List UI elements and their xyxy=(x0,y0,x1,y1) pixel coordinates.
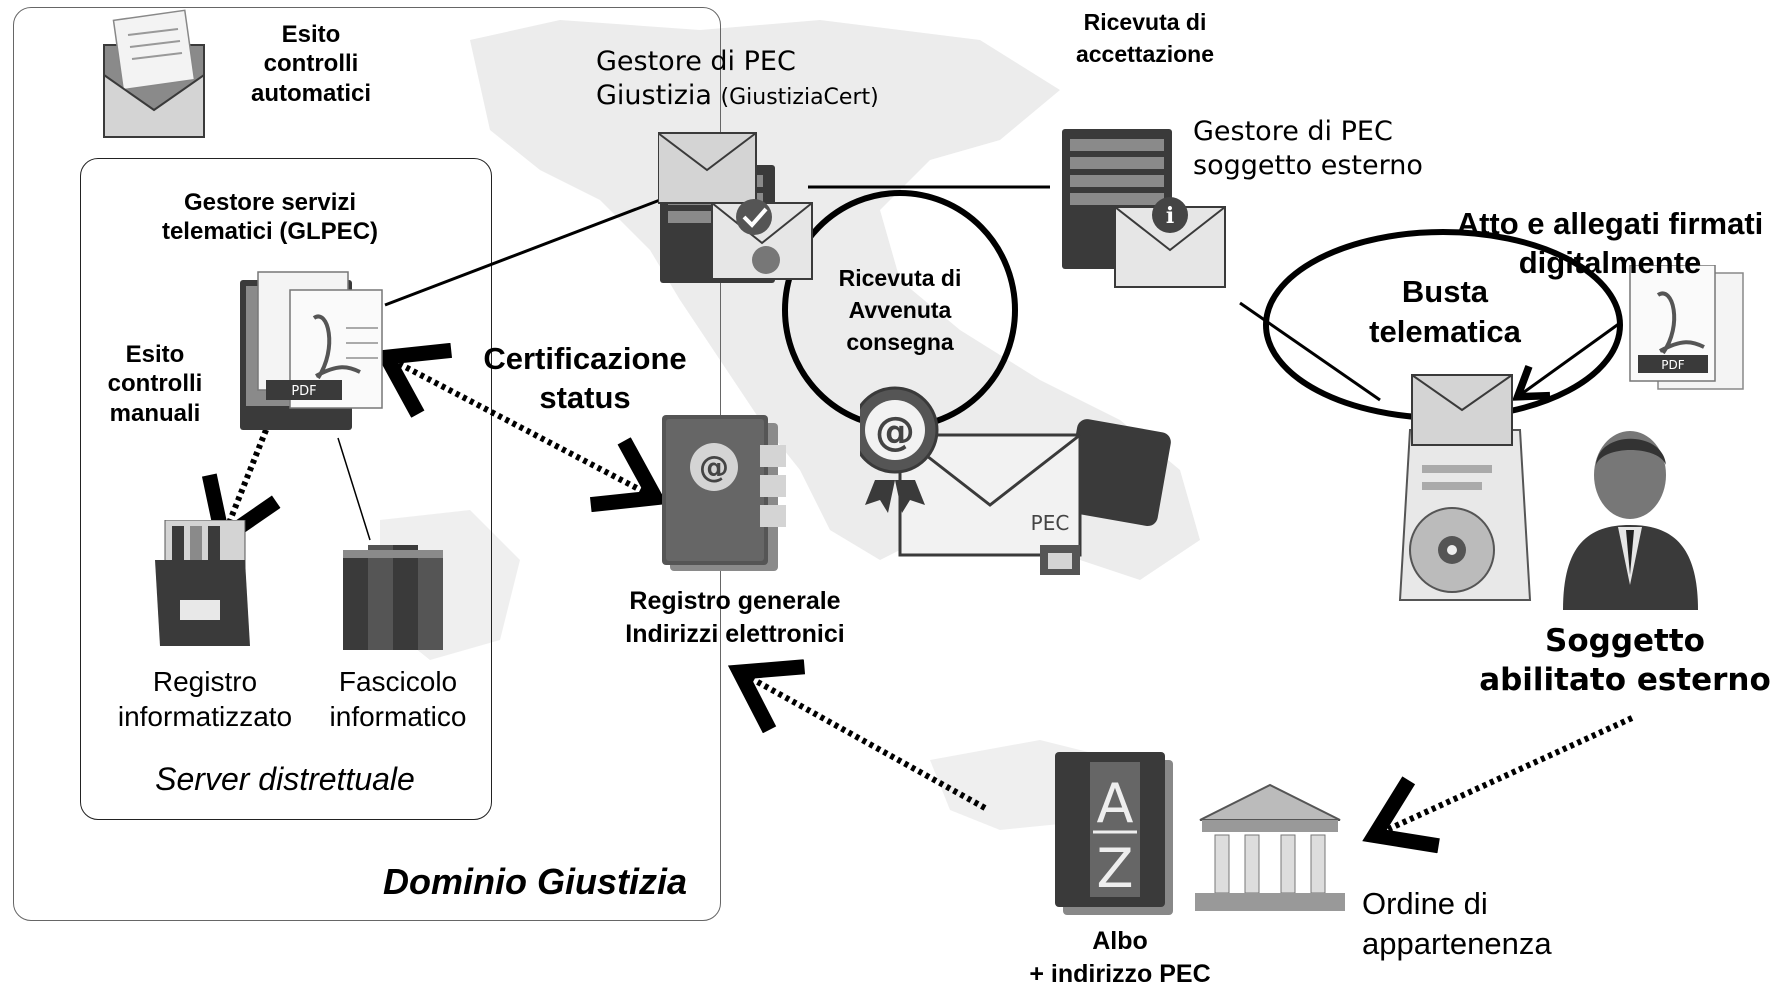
pec-envelope-label: PEC xyxy=(1031,511,1070,535)
busta-telematica-label: Busta telematica xyxy=(1369,274,1521,350)
arrow-soggetto-to-ordine xyxy=(1380,715,1634,833)
registro-generale-label: Registro generale Indirizzi elettronici xyxy=(625,587,845,648)
server-distrettuale-label: Server distrettuale xyxy=(155,761,415,797)
esito-controlli-manuali-label: Esito controlli manuali xyxy=(107,341,203,427)
at-symbol: @ xyxy=(699,450,729,485)
albo-letter-z: Z xyxy=(1097,837,1134,900)
building-icon xyxy=(1195,783,1345,911)
glpec-server-icon: PDF xyxy=(240,271,383,430)
telematic-envelope-package-icon xyxy=(1398,374,1532,601)
ricevuta-consegna-label: Ricevuta di Avvenuta consegna xyxy=(838,265,962,356)
register-box-icon xyxy=(155,520,250,646)
certificazione-status-label: Certificazione status xyxy=(483,341,687,415)
fascicolo-informatico-label: Fascicolo informatico xyxy=(329,666,467,732)
address-book-icon: @ xyxy=(662,415,786,571)
arrow-glpec-to-registro xyxy=(225,413,272,533)
albo-book-icon: A Z xyxy=(1055,752,1173,915)
line-glpec-to-fascicolo xyxy=(337,437,371,541)
albo-label: Albo + indirizzo PEC xyxy=(1029,927,1211,988)
dominio-giustizia-label: Dominio Giustizia xyxy=(382,861,687,902)
atto-allegati-label: Atto e allegati firmati digitalmente xyxy=(1456,206,1764,281)
registro-informatizzato-label: Registro informatizzato xyxy=(117,666,293,732)
ricevuta-accettazione-label: Ricevuta di accettazione xyxy=(1075,9,1215,68)
pec-giustizia-server-icon xyxy=(658,132,813,283)
pdf-atto-label: PDF xyxy=(1661,358,1684,372)
arrow-albo-to-registro-generale xyxy=(745,675,987,811)
seal-at-symbol: @ xyxy=(875,409,915,455)
pec-esterno-server-icon: i xyxy=(1062,129,1226,288)
soggetto-abilitato-label: Soggetto abilitato esterno xyxy=(1479,623,1771,698)
gestore-pec-esterno-label: Gestore di PEC soggetto esterno xyxy=(1193,116,1423,181)
albo-letter-a: A xyxy=(1097,772,1134,835)
envelope-letter-icon xyxy=(103,9,205,138)
arrow-certificazione-status xyxy=(392,360,650,495)
signed-pdf-icon: PDF xyxy=(1629,265,1744,390)
books-icon xyxy=(343,545,443,650)
svg-text:i: i xyxy=(1166,203,1174,229)
pec-seal-envelope-icon: PEC @ xyxy=(860,386,1171,575)
esito-controlli-automatici-label: Esito controlli automatici xyxy=(250,21,372,107)
arrow-atto-to-busta xyxy=(1520,321,1621,395)
gestore-servizi-label: Gestore servizi telematici (GLPEC) xyxy=(161,189,379,246)
gestore-pec-giustizia-label: Gestore di PEC Giustizia (GiustiziaCert) xyxy=(596,46,879,111)
person-icon xyxy=(1563,431,1698,610)
ordine-appartenenza-label: Ordine di appartenenza xyxy=(1362,886,1552,962)
pdf-label: PDF xyxy=(291,384,316,399)
line-glpec-to-pec-giustizia xyxy=(384,198,661,307)
